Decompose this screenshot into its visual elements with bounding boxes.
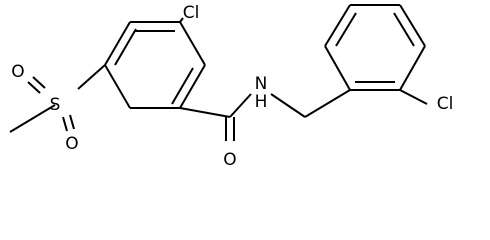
chlorine-label: Cl (183, 3, 200, 23)
sulfur-label: S (50, 95, 61, 115)
bond (77, 64, 106, 90)
bond (114, 28, 137, 66)
bond (62, 116, 68, 132)
bond (304, 89, 351, 118)
bond (324, 45, 351, 91)
bond (104, 64, 131, 109)
bond (270, 93, 306, 118)
bond (179, 107, 231, 118)
bond (179, 21, 206, 66)
bond (104, 21, 131, 66)
oxygen-label: O (223, 150, 236, 170)
bond (171, 67, 194, 105)
bond (399, 45, 426, 91)
chlorine-label: Cl (437, 94, 454, 114)
bond (229, 93, 252, 118)
oxygen-label: O (65, 134, 78, 154)
bond (179, 64, 206, 109)
bond (399, 89, 428, 105)
bond (69, 114, 75, 130)
bond (27, 81, 41, 94)
bond (335, 12, 357, 47)
bond (399, 4, 426, 47)
bond (179, 17, 184, 23)
oxygen-label: O (11, 62, 24, 82)
bond-layer (9, 4, 428, 141)
bond (9, 104, 56, 133)
bond (393, 12, 415, 47)
bond (324, 4, 351, 47)
bond (32, 76, 46, 89)
